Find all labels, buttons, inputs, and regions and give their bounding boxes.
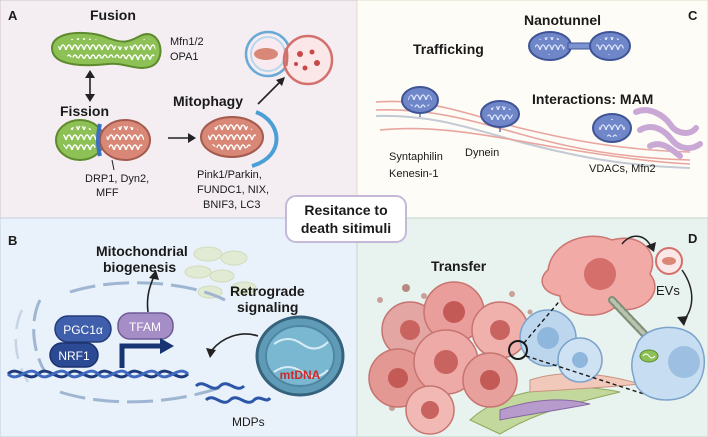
fission-label: Fission	[60, 103, 109, 119]
pgc1a-label: PGC1α	[63, 323, 103, 337]
retrograde-label-line-1: Retrograde	[230, 283, 305, 299]
fission-gene-1: DRP1, Dyn2,	[85, 173, 149, 185]
syntaphilin-label: Syntaphilin	[389, 151, 443, 163]
recipient-cells-cluster-icon	[519, 309, 603, 383]
mitophagy-to-lysosome-arrow	[257, 77, 285, 105]
biogenesis-label-line-2: biogenesis	[103, 259, 176, 275]
evs-curved-arrows	[621, 235, 693, 326]
endoplasmic-reticulum-icon	[633, 107, 703, 159]
evs-label: EVs	[656, 283, 680, 298]
mam-mitochondrion-icon	[592, 113, 632, 143]
new-mitochondria-icon	[184, 246, 257, 299]
trafficking-label: Trafficking	[413, 41, 484, 57]
pgc1a-protein: PGC1α	[54, 315, 112, 343]
nuclear-dna-icon	[6, 369, 190, 379]
nanotunnel-mitochondria-icon	[528, 31, 631, 61]
biogenesis-arrow	[146, 270, 159, 313]
retrograde-arrow	[206, 333, 259, 358]
vdacs-label: VDACs, Mfn2	[589, 163, 656, 175]
retrograde-label-line-2: signaling	[237, 299, 298, 315]
tfam-protein: TFAM	[117, 312, 174, 340]
panel-a-background	[0, 0, 358, 219]
panel-a-letter: A	[8, 8, 18, 23]
fusion-gene-2: OPA1	[170, 51, 199, 63]
fusion-gene-1: Mfn1/2	[170, 36, 204, 48]
fused-mitochondrion-icon	[50, 31, 162, 69]
mitophagy-mitochondrion-icon	[200, 110, 279, 168]
nrf1-label: NRF1	[58, 349, 90, 363]
transfer-label: Transfer	[431, 258, 487, 274]
mdps-icon	[194, 382, 272, 404]
interactions-mam-label: Interactions: MAM	[532, 91, 653, 107]
dynein-label: Dynein	[465, 147, 499, 159]
mitophagy-gene-3: BNIF3, LC3	[203, 199, 260, 211]
mitophagy-gene-1: Pink1/Parkin,	[197, 169, 262, 181]
donor-cell-icon	[541, 235, 656, 316]
mtdna-mitochondrion-icon: mtDNA	[255, 315, 345, 397]
tfam-label: TFAM	[129, 320, 161, 334]
mitophagy-label: Mitophagy	[173, 93, 243, 109]
fissioning-mitochondria-icon	[55, 119, 151, 171]
nucleus-envelope	[14, 281, 231, 404]
extracellular-vesicle-icon	[655, 247, 683, 275]
center-line-1: Resitance to	[304, 202, 387, 218]
trafficking-mitochondrion-2-icon	[480, 100, 520, 132]
cancer-cell-cluster-icon	[368, 281, 529, 435]
center-line-2: death sitimuli	[301, 220, 391, 236]
nrf1-protein: NRF1	[49, 342, 99, 368]
nanotunnel-label: Nanotunnel	[524, 12, 601, 28]
recipient-cell-icon	[631, 326, 705, 401]
panel-d-letter: D	[688, 231, 697, 246]
panel-b-letter: B	[8, 233, 17, 248]
fission-to-mitophagy-arrow	[168, 133, 196, 143]
biogenesis-label-line-1: Mitochondrial	[96, 243, 188, 259]
mitophagy-gene-2: FUNDC1, NIX,	[197, 184, 269, 196]
fusion-label: Fusion	[90, 7, 136, 23]
fusion-fission-arrow	[85, 70, 95, 102]
autolysosome-icon	[244, 30, 334, 86]
mdps-label: MDPs	[232, 415, 265, 429]
panel-c-letter: C	[688, 8, 698, 23]
trafficking-mitochondrion-1-icon	[401, 86, 439, 117]
mtdna-label: mtDNA	[280, 368, 321, 382]
fission-gene-2: MFF	[96, 187, 119, 199]
tunneling-nanotube-icon	[608, 296, 654, 344]
transcription-start-arrow	[119, 338, 174, 368]
central-theme-box: Resitance to death sitimuli	[285, 195, 407, 243]
kenesin-label: Kenesin-1	[389, 168, 439, 180]
